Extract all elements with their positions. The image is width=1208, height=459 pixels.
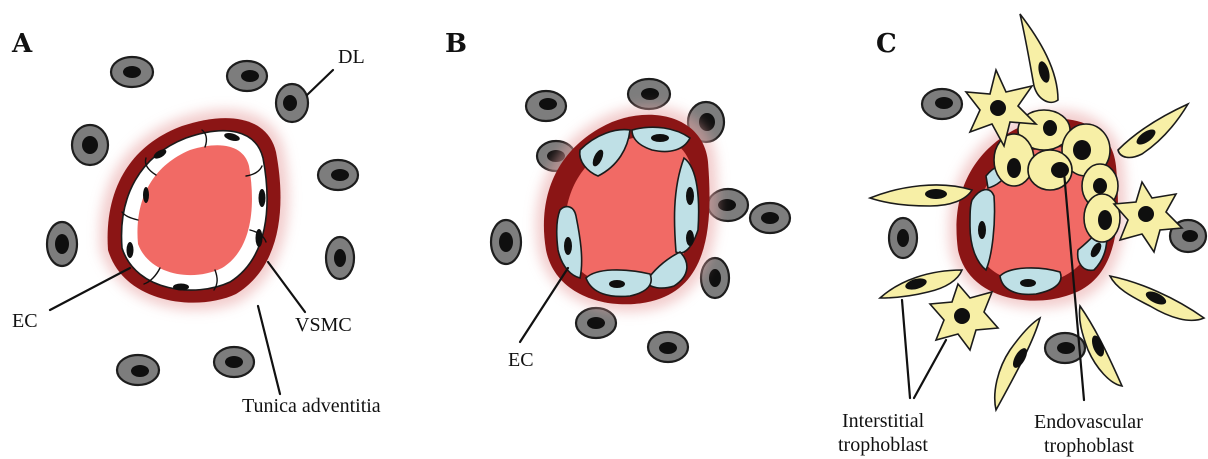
decidual-cell <box>47 222 77 266</box>
panel-b: B <box>445 29 790 371</box>
dl-leader <box>307 70 333 95</box>
trophoblast-spindle <box>1110 276 1204 320</box>
artery-a <box>99 109 288 310</box>
trophoblast-round <box>1084 194 1120 242</box>
trophoblast-spindle <box>1118 104 1188 157</box>
panel-a: A <box>11 29 381 417</box>
label-ec-b: EC <box>508 349 534 371</box>
interstitial-leader-2 <box>914 340 946 398</box>
label-tunica-adventitia: Tunica adventitia <box>242 395 381 417</box>
decidual-cell <box>227 61 267 91</box>
ec-leader-a <box>50 268 130 310</box>
decidual-cell <box>750 203 790 233</box>
interstitial-leader-1 <box>902 300 910 398</box>
trophoblast-spindle <box>880 270 962 298</box>
label-vsmc: VSMC <box>295 314 352 336</box>
decidual-cell <box>648 332 688 362</box>
trophoblast-star <box>930 284 998 350</box>
artery-b <box>536 106 718 312</box>
decidual-cell <box>276 84 308 122</box>
vsmc-leader <box>268 262 305 312</box>
decidual-cell <box>889 218 917 258</box>
label-ec-a: EC <box>12 310 38 332</box>
decidual-cell <box>72 125 108 165</box>
decidual-cell <box>491 220 521 264</box>
label-interstitial-line2: trophoblast <box>838 434 928 456</box>
decidual-cell <box>318 160 358 190</box>
label-interstitial-line1: Interstitial <box>842 410 925 432</box>
decidual-cell <box>326 237 354 279</box>
panel-c-letter: C <box>876 29 897 59</box>
panel-c: C <box>838 14 1206 457</box>
panel-a-letter: A <box>11 29 33 59</box>
trophoblast-round <box>994 134 1034 186</box>
decidual-cell <box>117 355 159 385</box>
decidual-cell <box>526 91 566 121</box>
decidual-cell <box>576 308 616 338</box>
label-endovascular-line1: Endovascular <box>1034 411 1143 433</box>
decidual-cell <box>214 347 254 377</box>
trophoblast-spindle <box>995 318 1040 410</box>
ec-leader-b <box>520 268 568 342</box>
decidual-cell <box>111 57 153 87</box>
trophoblast-spindle <box>1079 306 1122 386</box>
label-dl: DL <box>338 46 365 68</box>
label-endovascular-line2: trophoblast <box>1044 435 1134 457</box>
tunica-leader <box>258 306 280 394</box>
panel-b-letter: B <box>445 29 467 59</box>
decidual-cell <box>628 79 670 109</box>
decidual-cell <box>922 89 962 119</box>
